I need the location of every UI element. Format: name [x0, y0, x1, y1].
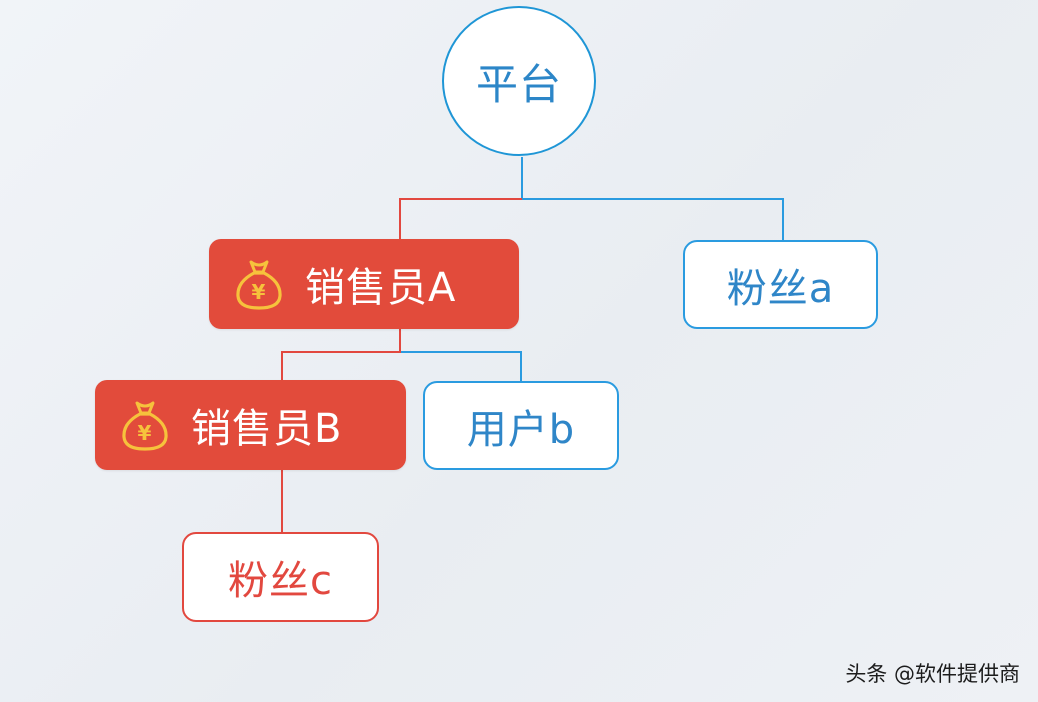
- edge-sales-a-to-sales-b: [281, 329, 401, 380]
- node-fan-c-label: 粉丝c: [228, 558, 333, 604]
- node-user-b-label: 用户b: [466, 406, 576, 453]
- money-bag-icon: ¥: [122, 401, 168, 451]
- money-bag-icon: ¥: [236, 260, 282, 310]
- node-platform: 平台: [442, 6, 596, 156]
- node-salesperson-a-label: 销售员A: [305, 265, 457, 311]
- node-salesperson-b-label: 销售员B: [191, 406, 343, 452]
- watermark: 头条 @软件提供商: [845, 662, 1020, 686]
- node-fan-a-label: 粉丝a: [726, 265, 835, 312]
- node-fan-c: 粉丝c: [182, 532, 379, 622]
- yen-symbol: ¥: [252, 280, 267, 304]
- edge-root-to-sales-a: [399, 198, 522, 239]
- node-salesperson-a: ¥ 销售员A: [209, 239, 519, 329]
- edge-sales-a-to-user-b: [399, 329, 522, 381]
- node-user-b: 用户b: [423, 381, 619, 470]
- yen-symbol: ¥: [138, 421, 153, 445]
- node-platform-label: 平台: [475, 59, 562, 109]
- node-salesperson-b: ¥ 销售员B: [95, 380, 406, 470]
- node-fan-a: 粉丝a: [683, 240, 878, 329]
- edge-root-to-fan-a: [521, 157, 784, 240]
